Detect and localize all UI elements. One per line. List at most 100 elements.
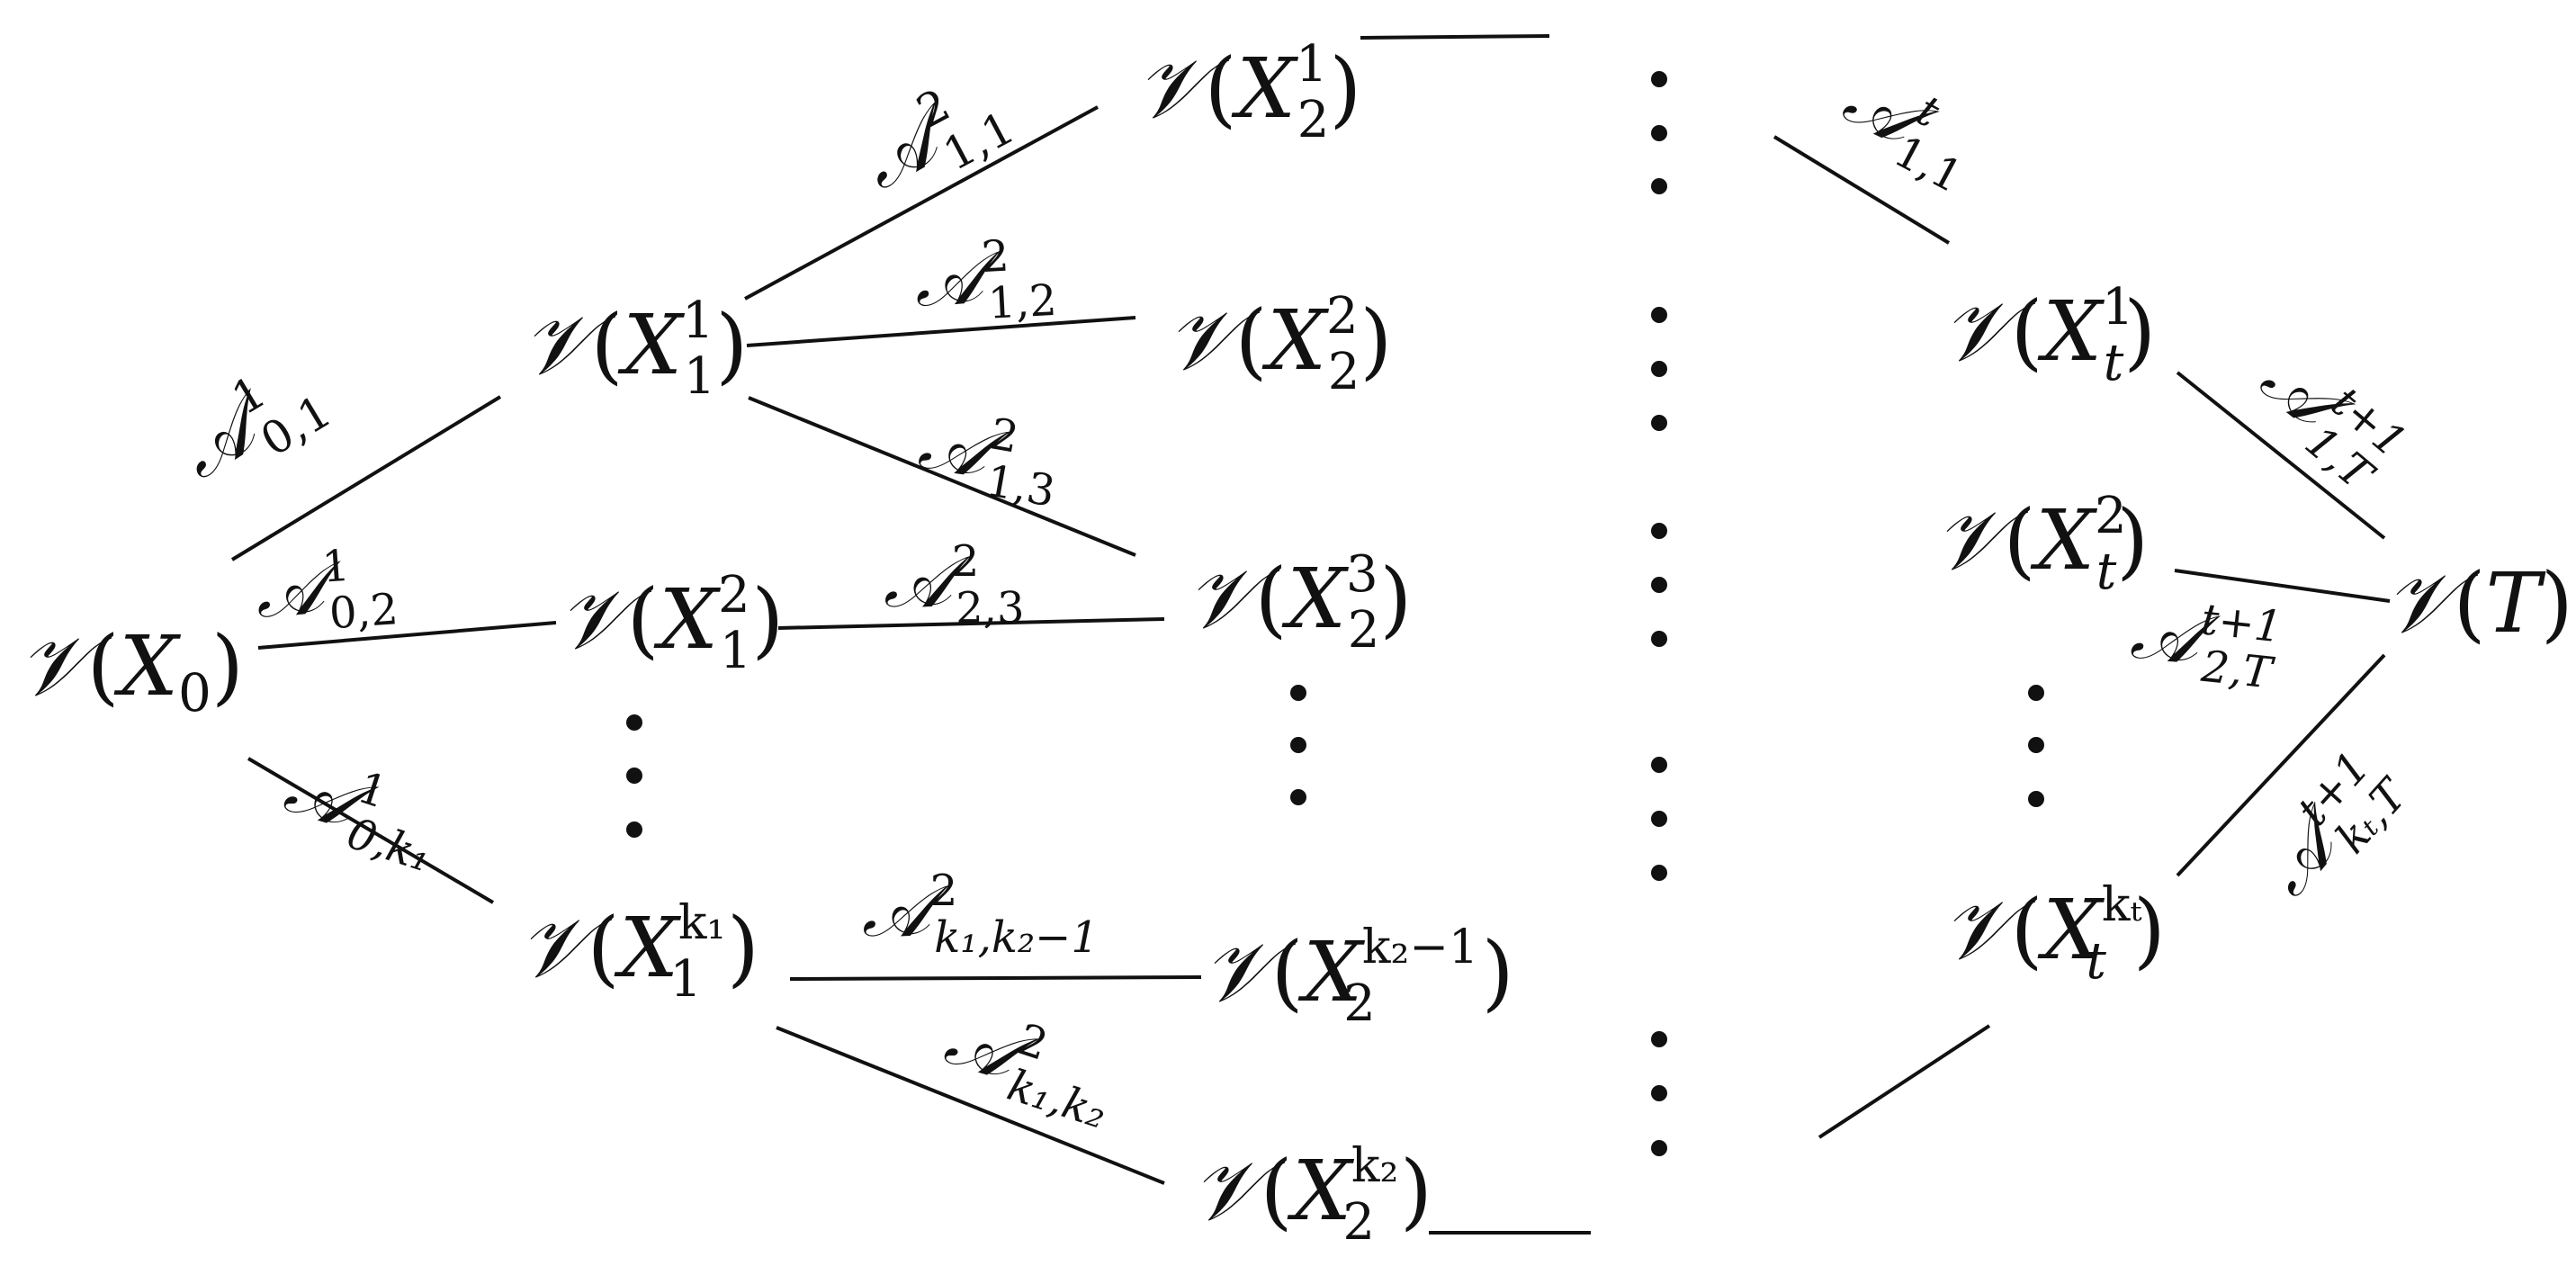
edge-x1_1-x2_1 — [744, 105, 1099, 301]
svg-text:𝒜2k₁,k₂−1: 𝒜2k₁,k₂−1 — [862, 866, 1099, 963]
node-sub: 2 — [1343, 974, 1376, 1033]
label-sub: k₁,k₂ — [1001, 1060, 1113, 1139]
node-base: X — [615, 900, 682, 996]
edge-label-a0k1: 𝒜10,k₁ — [273, 741, 452, 883]
edge-stub-xt_1 — [1773, 135, 1951, 245]
svg-text:𝒜10,k₁: 𝒜10,k₁ — [273, 741, 452, 883]
label-sup: 2 — [981, 231, 1010, 283]
ellipses — [626, 71, 2044, 1156]
node-sub: t — [2096, 543, 2117, 601]
edge-x0-x1_2 — [257, 621, 557, 650]
edge-label-a12: 𝒜21,2 — [912, 229, 1058, 333]
ellipsis-middle-column — [1651, 71, 1667, 1156]
node-sub: 1 — [720, 622, 752, 680]
edge-label-a13: 𝒜21,3 — [911, 397, 1067, 517]
node-base: X — [654, 571, 722, 668]
edge-x1_1-x2_2 — [746, 316, 1136, 347]
label-sub: 2,3 — [956, 583, 1024, 633]
node-t: 𝒱(T) — [2384, 555, 2573, 651]
node-sup: k₂ — [1351, 1139, 1398, 1193]
node-sup: k₁ — [678, 896, 725, 950]
label-sub: 0,k₁ — [341, 808, 437, 882]
edge-x2_1-stub — [1360, 34, 1550, 40]
edge-xt_kt-t — [2176, 653, 2386, 877]
label-sub: k₁,k₂−1 — [934, 912, 1099, 963]
node-sub: 1 — [684, 347, 716, 406]
svg-text:𝒜21,1: 𝒜21,1 — [846, 57, 1023, 216]
edge-label-ak1k2: 𝒜2k₁,k₂ — [936, 997, 1113, 1139]
svg-text:𝒜t1,1: 𝒜t1,1 — [1827, 53, 1992, 202]
node-sub: t — [2104, 334, 2124, 392]
svg-text:𝒱(X21): 𝒱(X21) — [558, 566, 784, 680]
ellipsis-level-t — [2028, 685, 2044, 807]
node-sup: 2 — [718, 566, 750, 624]
svg-text:𝒜10,2: 𝒜10,2 — [253, 537, 400, 644]
node-base: X — [1232, 40, 1299, 137]
svg-text:𝒱(T): 𝒱(T) — [2384, 555, 2573, 651]
svg-text:𝒱(X22): 𝒱(X22) — [1166, 287, 1392, 401]
edge-label-at1T: 𝒜t+11,T — [2239, 333, 2416, 503]
svg-text:𝒜21,2: 𝒜21,2 — [912, 229, 1058, 333]
label-sub: 1,2 — [987, 275, 1058, 329]
svg-text:𝒱(X12): 𝒱(X12) — [1135, 35, 1361, 149]
node-base: X — [1282, 551, 1350, 647]
edge-x1_k1-x2_k2 — [776, 1026, 1165, 1185]
node-base: X — [2038, 882, 2105, 978]
svg-text:𝒜10,1: 𝒜10,1 — [162, 342, 340, 506]
edge-x0-x1_1 — [230, 395, 502, 561]
node-sub: 2 — [1342, 1193, 1375, 1252]
node-sup: 3 — [1346, 545, 1378, 604]
node-sub: 1 — [669, 950, 702, 1009]
node-sup: 2 — [1326, 287, 1359, 346]
node-base: X — [1288, 1143, 1355, 1239]
edge-x1_2-x2_3 — [777, 617, 1165, 630]
node-base: X — [618, 297, 686, 393]
node-base: X — [114, 618, 182, 714]
svg-text:𝒜21,3: 𝒜21,3 — [911, 397, 1067, 517]
node-base: X — [1262, 292, 1330, 389]
edge-x0-x1_k1 — [247, 757, 495, 904]
svg-text:𝒱(X32): 𝒱(X32) — [1186, 545, 1412, 660]
edge-label-at11: 𝒜t1,1 — [1827, 53, 1992, 203]
node-base: T — [2486, 555, 2546, 651]
edge-label-atkT: 𝒜t+1kₜ,T — [2245, 742, 2419, 911]
svg-text:𝒱(X1t): 𝒱(X1t) — [1942, 278, 2156, 392]
label-sup: 1 — [320, 541, 351, 593]
node-x0: 𝒱(X0) — [18, 618, 244, 723]
svg-text:𝒜t+12,T: 𝒜t+12,T — [2126, 587, 2284, 699]
node-sup: 2 — [2095, 487, 2127, 545]
svg-text:𝒱(X0): 𝒱(X0) — [18, 618, 244, 723]
svg-text:𝒱(Xk₂−12): 𝒱(Xk₂−12) — [1202, 920, 1514, 1033]
edge-x1_k1-x2_k2m1 — [789, 975, 1202, 981]
node-sup: kₜ — [2102, 878, 2142, 932]
ellipsis-level1 — [626, 714, 642, 838]
node-sub: t — [2086, 932, 2106, 991]
edge-label-a01: 𝒜10,1 — [162, 342, 340, 506]
label-sub: 1,3 — [983, 455, 1059, 516]
node-sub: 2 — [1297, 91, 1330, 149]
svg-text:𝒜t+11,T: 𝒜t+11,T — [2239, 333, 2416, 503]
edge-x1_1-x2_3 — [748, 396, 1136, 557]
label-sub: 2,T — [2198, 642, 2276, 699]
svg-text:𝒱(X2t): 𝒱(X2t) — [1934, 487, 2149, 601]
node-sub: 2 — [1348, 601, 1380, 660]
node-sup: 1 — [682, 292, 714, 350]
edge-stub-xt_kt — [1818, 1024, 1991, 1139]
node-base: X — [2038, 283, 2105, 380]
edge-label-at2T: 𝒜t+12,T — [2126, 587, 2284, 699]
